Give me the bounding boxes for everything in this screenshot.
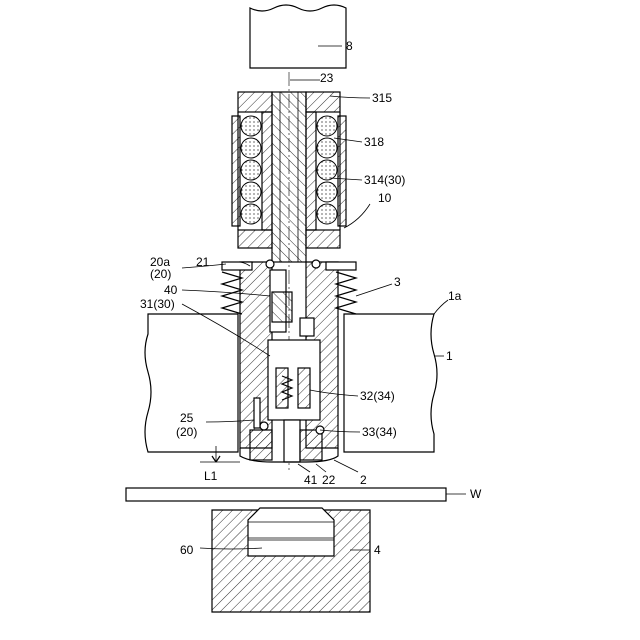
label-25: 25 — [180, 411, 194, 425]
label-315: 315 — [372, 91, 392, 105]
cap-315-right — [306, 92, 340, 112]
shaft-23 — [272, 92, 306, 262]
label-23: 23 — [320, 71, 334, 85]
label-32: 32(34) — [360, 389, 395, 403]
coil-bobbin-right — [338, 116, 346, 226]
spring-3-right — [336, 272, 356, 314]
label-21: 21 — [196, 255, 210, 269]
label-314: 314(30) — [364, 173, 405, 187]
label-L1: L1 — [204, 469, 218, 483]
label-20a-sub: (20) — [150, 267, 171, 281]
tip-22 — [300, 430, 322, 460]
label-3: 3 — [394, 275, 401, 289]
label-4: 4 — [374, 543, 381, 557]
part-8-block — [250, 5, 346, 68]
label-41: 41 — [304, 473, 318, 487]
label-W: W — [470, 487, 482, 501]
stem-41 — [284, 420, 300, 462]
coil-bobbin-left — [232, 116, 240, 226]
label-60: 60 — [180, 543, 194, 557]
label-1a: 1a — [448, 289, 462, 303]
label-1: 1 — [446, 349, 453, 363]
coil-flange-right — [306, 230, 340, 248]
pin-32 — [276, 368, 288, 408]
coil-flange-left — [238, 230, 272, 248]
label-40: 40 — [164, 283, 178, 297]
label-25-sub: (20) — [176, 425, 197, 439]
label-10: 10 — [378, 191, 392, 205]
label-31: 31(30) — [140, 297, 175, 311]
pad-60 — [248, 508, 334, 556]
label-318: 318 — [364, 135, 384, 149]
label-2: 2 — [360, 473, 367, 487]
collar-25 — [250, 430, 272, 460]
workpiece-w — [126, 488, 446, 501]
label-33: 33(34) — [362, 425, 397, 439]
label-22: 22 — [322, 473, 336, 487]
core-31 — [272, 292, 292, 322]
cap-315-left — [238, 92, 272, 112]
label-8: 8 — [346, 39, 353, 53]
